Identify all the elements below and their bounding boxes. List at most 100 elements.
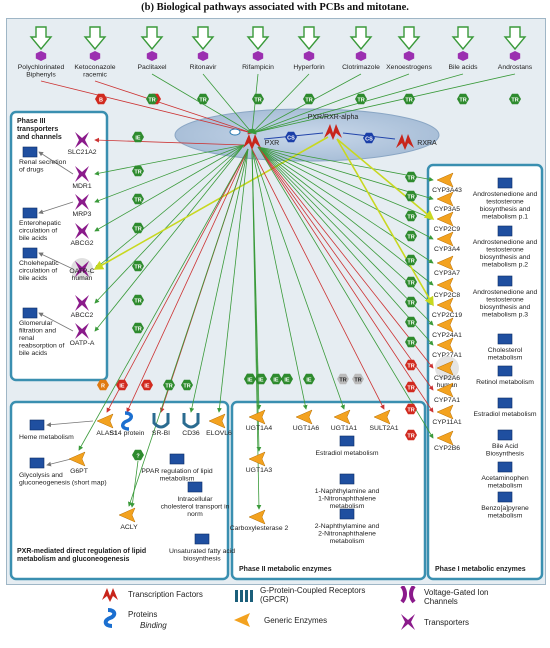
oatp-c-human-edge [94, 144, 245, 270]
rifampicin-badge-label: TR [254, 97, 261, 103]
ritonavir-label: Ritonavir [190, 64, 218, 71]
cyp3a43-label: CYP3A43 [432, 187, 462, 194]
carboxylesterase-2-badge [255, 373, 267, 385]
sr-bi-badge-label: IE [144, 383, 150, 389]
enzyme-legend-icon [234, 613, 250, 627]
clotrimazole-arrow-icon [349, 26, 373, 51]
phase1-title: Phase I metabolic enzymes [435, 566, 526, 573]
sr-bi-badge [141, 379, 153, 391]
cyp2a6-human-badge-label: TR [407, 363, 414, 369]
cd36-badge-label: TR [165, 383, 172, 389]
hyperforin-badge-label: TR [305, 97, 312, 103]
cyp24a1-enzyme-icon [436, 317, 454, 333]
legend-proteins-label: Proteins [128, 610, 158, 619]
acly-edge [127, 148, 249, 507]
ritonavir-badge-label: TR [199, 97, 206, 103]
cyp2a6-human-enzyme-icon [436, 360, 454, 376]
elovl6-enzyme-icon [208, 413, 226, 429]
androstenedione-and-testosterone-biosynthesis-and-metabolism-p-3-process-icon [497, 275, 513, 287]
renal-secretion-of-drugs-process-icon [22, 146, 38, 158]
pxr-ligand-icon [229, 128, 241, 136]
paclitaxel-compound-icon [146, 51, 158, 61]
cyp3a5-badge [405, 190, 417, 202]
mrp3-label: MRP3 [73, 211, 92, 218]
ugt1a1-badge [281, 373, 293, 385]
cyp3a4-edge [257, 146, 434, 240]
cyp3a43-enzyme-icon [436, 172, 454, 188]
androstans-badge-label: TR [511, 97, 518, 103]
xenoestrogens-to-pxr-edge [251, 73, 410, 134]
g6pt-label: G6PT [70, 468, 88, 475]
abcg2-badge [132, 222, 144, 234]
polychlorinated-biphenyls-compound-icon [35, 51, 47, 61]
cyp3a5-label: CYP3A5 [434, 206, 460, 213]
cyp2c19-enzyme-icon [436, 297, 454, 313]
abcc2-badge [132, 294, 144, 306]
s14-protein-badge-label: IE [119, 383, 125, 389]
rxra-label: RXRA [417, 140, 437, 147]
sult2a1-edge [251, 148, 385, 410]
xenoestrogens-badge [403, 93, 415, 105]
legend-binding-text: Binding [140, 621, 167, 630]
glomerular-filtration-and-renal-reabsorption-of-bile-acids-edge [38, 312, 74, 332]
channel-legend-icon [400, 586, 416, 604]
ppar-regulation-of-lipid-metabolism-process-icon [169, 453, 185, 465]
pxr-label: PXR [265, 140, 279, 147]
cyp27a1-enzyme-icon [436, 337, 454, 353]
cyp2b6-enzyme-icon [436, 430, 454, 446]
pxr-rxr-alpha-tf-icon [324, 124, 342, 140]
figure-title: (b) Biological pathways associated with … [141, 2, 409, 13]
1-naphthylamine-and-1-nitronaphthalene-metabolism-process-icon [339, 473, 355, 485]
cyp2a6-human-edge [257, 146, 434, 369]
hyperforin-badge [303, 93, 315, 105]
sr-bi-receptor-icon [152, 413, 170, 429]
phase2-panel [230, 400, 427, 581]
oatp-a-badge [132, 322, 144, 334]
acly-label: ACLY [120, 524, 138, 531]
ugt1a6-badge [270, 373, 282, 385]
clotrimazole-badge-label: TR [357, 97, 364, 103]
xenoestrogens-badge-label: TR [405, 97, 412, 103]
cyp2c8-enzyme-icon [436, 277, 454, 293]
g6pt-edge [78, 148, 249, 451]
cyp2c8-edge [257, 146, 434, 286]
alas1-badge [97, 379, 109, 391]
cholehepatic-circulation-of-bile-acids-edge [38, 252, 74, 270]
sult2a1-enzyme-icon [373, 409, 391, 425]
cyp24a1-badge [405, 316, 417, 328]
ritonavir-to-pxr-edge [202, 73, 253, 134]
rifampicin-arrow-icon [246, 26, 270, 51]
cyp2c19-badge [405, 296, 417, 308]
pxr-cs-badge [285, 131, 297, 143]
slc21a2-badge [132, 131, 144, 143]
oatp-a-transporter-icon [75, 323, 89, 339]
pxr-rxr-oatp-yellow-edge [93, 136, 329, 270]
pxr-rxr-cyp2c9-yellow-edge [336, 138, 435, 221]
mrp3-edge [94, 144, 245, 203]
elovl6-label: ELOVL6 [206, 430, 232, 437]
carboxylesterase-2-enzyme-icon [248, 509, 266, 525]
sult2a1-label: SULT2A1 [370, 425, 399, 432]
oatp-c-human-badge [132, 260, 144, 272]
legend-transporters-label: Transporters [424, 618, 470, 627]
cyp2c8-badge-label: TR [407, 280, 414, 286]
cyp7a1-edge [257, 146, 434, 391]
androstans-label: Androstans [498, 64, 533, 71]
clotrimazole-label: Clotrimazole [342, 64, 380, 71]
cyp27a1-badge-label: TR [407, 340, 414, 346]
hyperforin-compound-icon [303, 51, 315, 61]
g6pt-glycolysis-edge [46, 458, 72, 467]
cyp3a4-badge-label: TR [407, 234, 414, 240]
cyp2c8-label: CYP2C8 [434, 292, 461, 299]
cyp3a43-badge-label: TR [407, 175, 414, 181]
cyp3a4-enzyme-icon [436, 231, 454, 247]
